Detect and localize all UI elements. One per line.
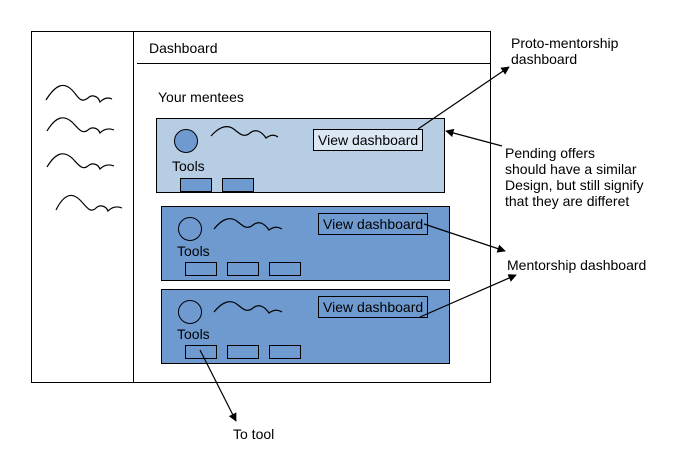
window-frame	[31, 31, 491, 383]
view-dashboard-button[interactable]: View dashboard	[318, 296, 429, 318]
sidebar-squiggle	[46, 117, 115, 135]
header-divider	[137, 63, 490, 64]
sidebar-divider	[133, 31, 134, 383]
annotation-pending-offers: Pending offers should have a similar Des…	[505, 145, 644, 209]
mentees-heading: Your mentees	[158, 89, 244, 105]
arrow	[419, 274, 517, 318]
view-dashboard-button[interactable]: View dashboard	[313, 129, 424, 151]
sidebar-squiggle	[46, 153, 115, 171]
sidebar-squiggle	[45, 84, 113, 104]
mentee-card-pending[interactable]: View dashboard Tools	[156, 118, 445, 193]
name-squiggle	[213, 218, 283, 231]
mentee-card-mentorship[interactable]: View dashboard Tools	[161, 206, 450, 281]
annotation-proto-mentorship: Proto-mentorship dashboard	[511, 35, 619, 67]
tools-label: Tools	[177, 326, 210, 342]
annotation-to-tool: To tool	[233, 426, 275, 442]
tool-button[interactable]	[227, 345, 259, 359]
arrow	[445, 128, 503, 147]
tool-button[interactable]	[269, 345, 301, 359]
tools-label: Tools	[172, 158, 205, 174]
tool-button[interactable]	[227, 262, 259, 276]
tool-button[interactable]	[185, 262, 217, 276]
tool-button[interactable]	[222, 178, 254, 192]
sidebar-squiggle	[55, 194, 123, 213]
avatar	[178, 217, 202, 241]
tool-button[interactable]	[185, 345, 217, 359]
avatar	[174, 129, 198, 153]
tool-button[interactable]	[180, 178, 212, 192]
annotation-mentorship: Mentorship dashboard	[507, 257, 647, 273]
avatar	[178, 300, 202, 324]
arrow	[417, 66, 510, 130]
page-title: Dashboard	[149, 40, 218, 56]
name-squiggle	[210, 126, 279, 139]
tools-label: Tools	[177, 243, 210, 259]
view-dashboard-button[interactable]: View dashboard	[318, 213, 429, 235]
tool-button[interactable]	[269, 262, 301, 276]
name-squiggle	[213, 301, 283, 314]
mentee-card-mentorship[interactable]: View dashboard Tools	[161, 289, 450, 364]
arrow	[199, 349, 237, 422]
arrow	[423, 223, 506, 253]
